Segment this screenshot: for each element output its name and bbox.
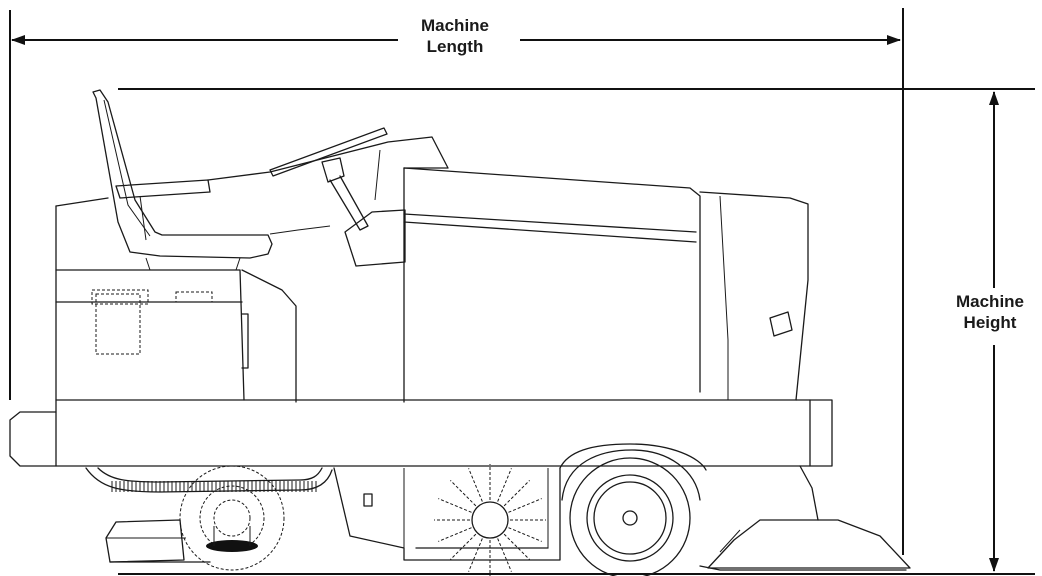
machine-height-label: Machine Height — [938, 291, 1042, 333]
brush-bristle — [508, 498, 542, 513]
tank-box — [55, 269, 297, 403]
rear-wheel — [559, 443, 707, 576]
length-dimension — [9, 8, 904, 555]
front-scrub-deck — [105, 465, 285, 571]
brush-bristle — [450, 533, 477, 560]
height-dimension — [118, 88, 1035, 575]
brush-bristle — [438, 527, 472, 542]
height-label-line1: Machine — [955, 292, 1025, 311]
main-brush — [434, 464, 546, 576]
dashed-tank — [95, 293, 141, 355]
length-label-line1: Machine — [420, 16, 490, 35]
brush-housing — [333, 467, 561, 561]
operator-seat — [92, 89, 273, 271]
brush-bristle — [503, 480, 530, 507]
scrub-pad — [206, 540, 258, 552]
machine-length-label: Machine Length — [400, 15, 510, 57]
brush-bristle — [450, 480, 477, 507]
height-label-line2: Height — [963, 313, 1017, 332]
upper-body — [55, 136, 809, 403]
brush-bristle — [508, 527, 542, 542]
chassis — [9, 399, 833, 467]
length-label-line2: Length — [426, 37, 484, 56]
brush-bristle — [497, 538, 512, 572]
access-panel — [769, 311, 793, 337]
brush-bristle — [503, 533, 530, 560]
brush-bristle — [468, 468, 483, 502]
front-bumper — [9, 411, 57, 467]
brush-bristle — [468, 538, 483, 572]
rear-squeegee — [699, 465, 911, 571]
steering-wheel — [269, 127, 406, 267]
brush-bristle — [438, 498, 472, 513]
brush-bristle — [497, 468, 512, 502]
vacuum-hose — [85, 467, 333, 493]
